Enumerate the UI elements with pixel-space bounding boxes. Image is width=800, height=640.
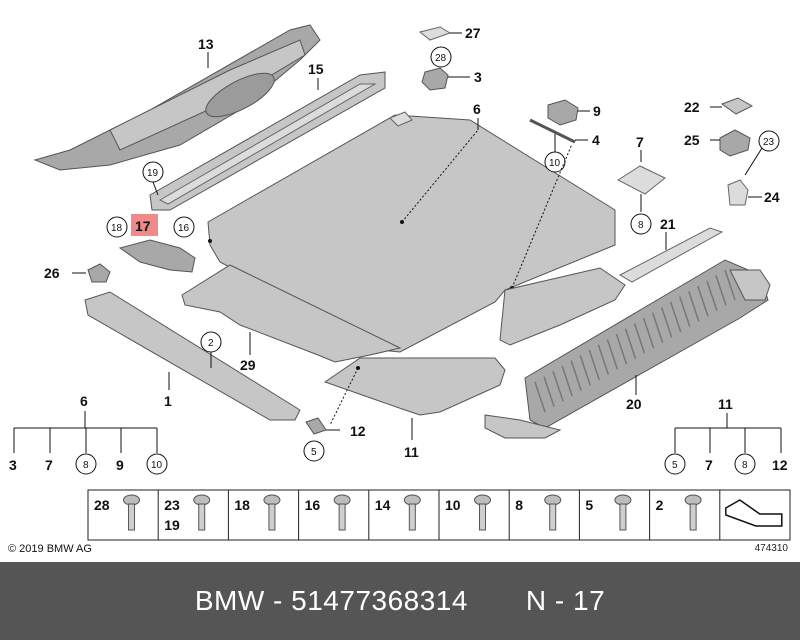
tree-left-item-9: 9 (116, 457, 124, 473)
drawing-number: 474310 (754, 543, 788, 554)
tree-right-item-8: 8 (742, 460, 748, 471)
callout-20: 20 (626, 396, 642, 412)
callout-2: 2 (208, 338, 214, 349)
callout-15: 15 (308, 61, 324, 77)
fastener-arrow-icon (725, 499, 783, 527)
callout-19: 19 (147, 168, 159, 179)
copyright: © 2019 BMW AG (8, 543, 92, 555)
tree-left-root: 6 (80, 393, 88, 409)
tree-left-item-7: 7 (45, 457, 53, 473)
tree-right-item-5-circle (664, 453, 686, 475)
fastener-label: 8 (515, 497, 523, 513)
tree-right-item-12: 12 (772, 457, 788, 473)
callout-8: 8 (638, 220, 644, 231)
tree-right-item-7: 7 (705, 457, 713, 473)
callout-6: 6 (473, 101, 481, 117)
tree-left: 6 3 7 8 9 10 (9, 393, 168, 475)
part-20-ribbed-cover (484, 259, 771, 439)
callout-26: 26 (44, 265, 60, 281)
fastener-28: 28 (94, 494, 141, 531)
callout-7: 7 (636, 134, 644, 150)
callout-28-circle (430, 46, 452, 68)
callout-18: 18 (111, 223, 123, 234)
callout-4: 4 (592, 132, 600, 148)
part-4-strap (529, 118, 576, 144)
callout-24: 24 (764, 189, 780, 205)
tree-left-item-10: 10 (151, 460, 163, 471)
part-22-cap (720, 97, 754, 115)
fastener-2: 2 (656, 494, 702, 531)
callout-18-circle (106, 216, 128, 238)
tree-right-item-8-circle (734, 453, 756, 475)
callout-16: 16 (178, 223, 190, 234)
fastener-18: 18 (234, 494, 281, 531)
callout-17: 17 (135, 218, 151, 234)
tree-right-root: 11 (718, 396, 733, 412)
part-9-pad (547, 99, 579, 126)
fastener-label: 23 (164, 497, 180, 513)
tree-right: 11 5 7 8 12 (664, 396, 788, 475)
part-floor-right (499, 267, 626, 346)
fastener-8: 8 (515, 494, 562, 531)
callout-23-circle (758, 130, 780, 152)
part-6-floor-panel (207, 111, 616, 353)
ribs (534, 269, 736, 413)
footer-part-number: BMW - 51477368314 N - 17 (194, 585, 606, 616)
callout-29: 29 (240, 357, 256, 373)
callout-22: 22 (684, 99, 700, 115)
fastener-label: 14 (375, 497, 391, 513)
fastener-label: 19 (164, 517, 180, 533)
fastener-label: 2 (656, 497, 664, 513)
callout-5-circle (303, 440, 325, 462)
part-21-strip (618, 227, 724, 283)
part-12-tab (305, 417, 327, 435)
fastener-label: 10 (445, 497, 461, 513)
part-29-lower-panel (181, 264, 402, 363)
fastener-10: 10 (445, 494, 492, 531)
part-15-rail (149, 71, 386, 211)
tree-left-item-8-circle (75, 453, 97, 475)
fastener-16: 16 (305, 494, 351, 531)
tree-left-item-8: 8 (83, 460, 89, 471)
callout-13: 13 (198, 36, 214, 52)
callout-23: 23 (763, 137, 775, 148)
part-11-floor-panel (323, 357, 506, 416)
fastener-label: 5 (585, 497, 593, 513)
fastener-label: 28 (94, 497, 110, 513)
callout-28: 28 (435, 53, 447, 64)
tree-left-item-3: 3 (9, 457, 17, 473)
callout-8-circle (630, 213, 652, 235)
callout-11: 11 (404, 444, 419, 460)
callout-1: 1 (164, 393, 172, 409)
callout-5: 5 (311, 447, 317, 458)
callout-9: 9 (593, 103, 601, 119)
part-24-bracket (727, 179, 749, 206)
part-7-cover (616, 165, 666, 195)
part-26-clip (87, 263, 111, 283)
highlight-17 (131, 214, 158, 236)
callout-25: 25 (684, 132, 700, 148)
callout-21: 21 (660, 216, 676, 232)
part-13-upper-panel (33, 24, 321, 171)
callout-12: 12 (350, 423, 366, 439)
fastener-label: 18 (234, 497, 250, 513)
tree-left-item-10-circle (146, 453, 168, 475)
footer-bar: BMW - 51477368314 N - 17 (0, 562, 800, 640)
part-1-lower-rail (84, 291, 301, 421)
fastener-14: 14 (375, 494, 421, 531)
part-25-holder (719, 129, 751, 157)
callout-27: 27 (465, 25, 481, 41)
callout-3: 3 (474, 69, 482, 85)
callout-10: 10 (549, 158, 561, 169)
fastener-5: 5 (585, 494, 632, 531)
part-17-latch (118, 239, 212, 273)
part-3-clip (421, 67, 449, 91)
fastener-label: 16 (305, 497, 321, 513)
part-27-cap (418, 26, 452, 41)
tree-right-item-5: 5 (672, 460, 678, 471)
callout-16-circle (173, 216, 195, 238)
